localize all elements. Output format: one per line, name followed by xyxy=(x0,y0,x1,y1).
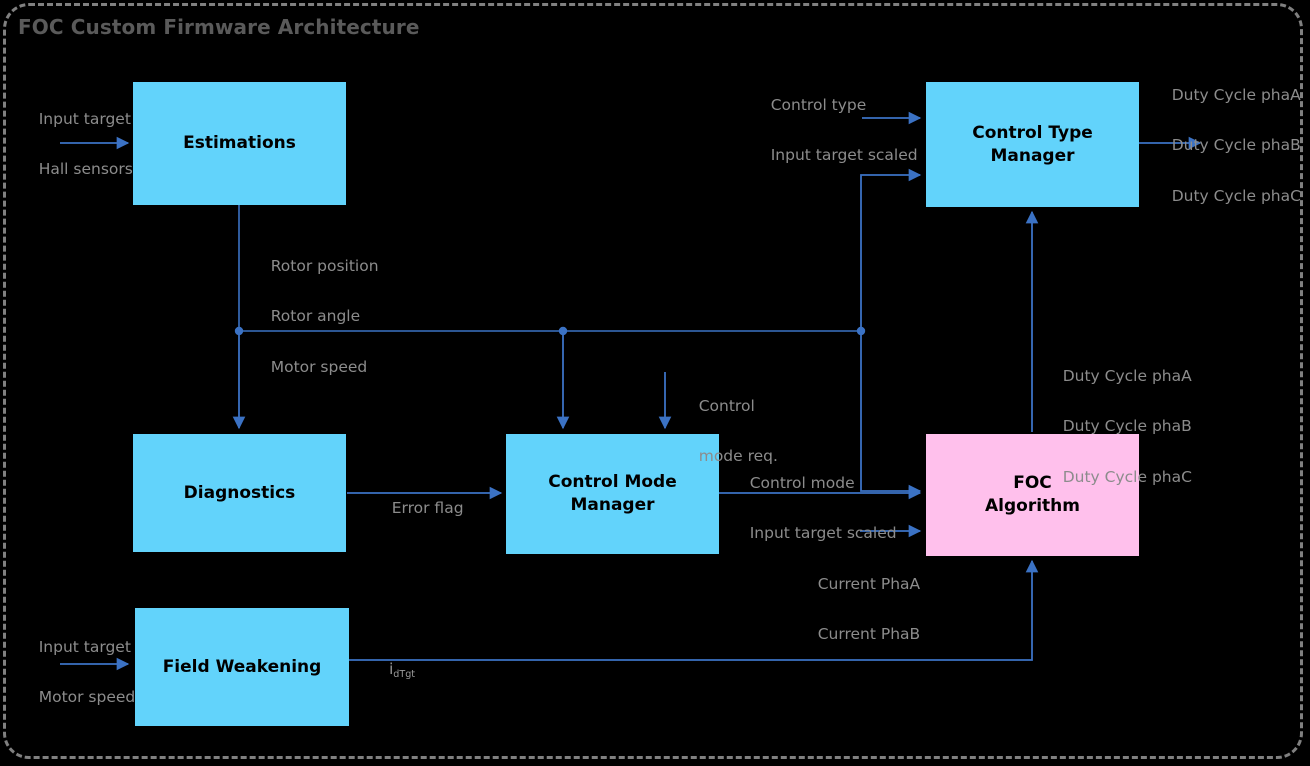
wire-fieldweakening-to-foc xyxy=(349,559,1039,661)
block-foc-algorithm-label-line2: Algorithm xyxy=(985,496,1080,516)
block-field-weakening[interactable]: Field Weakening xyxy=(135,608,349,726)
block-estimations-label: Estimations xyxy=(183,133,296,154)
wire-junction-dot xyxy=(234,326,244,336)
block-foc-algorithm-label-line1: FOC xyxy=(1013,473,1052,494)
block-control-mode-manager[interactable]: Control Mode Manager xyxy=(506,434,719,554)
block-diagnostics[interactable]: Diagnostics xyxy=(133,434,346,552)
diagram-title: FOC Custom Firmware Architecture xyxy=(18,15,420,39)
block-control-type-manager-label-line2: Manager xyxy=(990,145,1075,166)
block-estimations[interactable]: Estimations xyxy=(133,82,346,205)
wire-bus-to-foc xyxy=(860,331,922,498)
wire-bus-to-ctm xyxy=(860,168,922,331)
block-control-type-manager[interactable]: Control Type Manager xyxy=(926,82,1139,207)
block-field-weakening-label: Field Weakening xyxy=(162,656,322,677)
block-control-mode-manager-label-line1: Control Mode xyxy=(548,472,677,493)
wire-junction-dot xyxy=(558,326,568,336)
block-control-mode-manager-label-line2: Manager xyxy=(570,495,655,515)
block-foc-algorithm[interactable]: FOC Algorithm xyxy=(926,434,1139,556)
block-diagnostics-label: Diagnostics xyxy=(183,482,296,503)
wire-junction-dot xyxy=(856,326,866,336)
block-control-type-manager-label-line1: Control Type xyxy=(972,122,1093,143)
